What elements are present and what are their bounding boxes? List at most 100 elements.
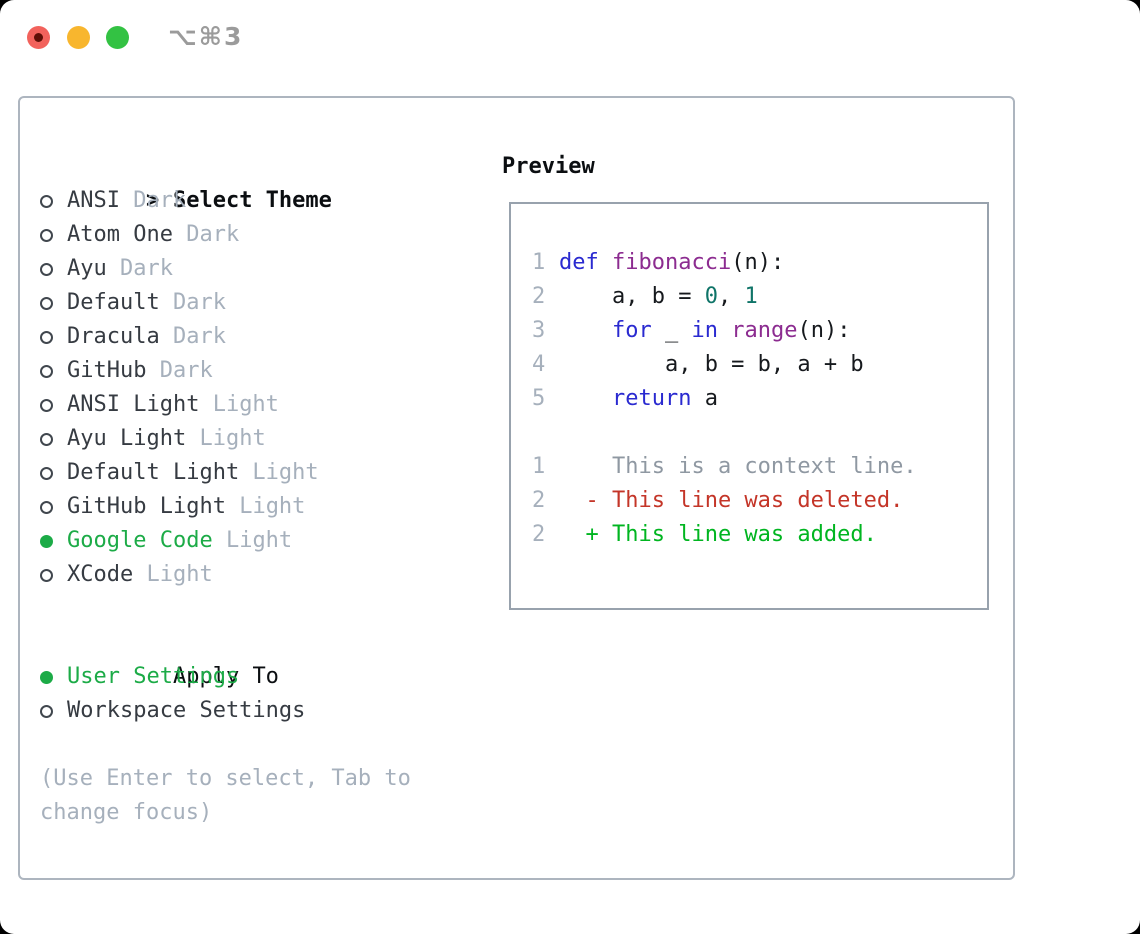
theme-variant-label: Light [239, 460, 319, 485]
radio-icon [40, 501, 53, 514]
radio-icon [40, 331, 53, 344]
theme-option-ayu[interactable]: Ayu Dark [40, 252, 411, 286]
theme-option-default-light[interactable]: Default Light Light [40, 456, 411, 490]
apply-to-title: Apply To [172, 664, 279, 689]
diff-line-added: 2 + This line was added. [532, 518, 979, 552]
radio-marker [40, 252, 67, 286]
radio-marker [40, 320, 67, 354]
theme-name-label: Google Code [67, 528, 213, 553]
theme-name-label: GitHub [67, 358, 147, 383]
theme-variant-label: Dark [106, 256, 173, 281]
apply-to-header: Apply To [40, 626, 411, 689]
code-token [599, 250, 612, 275]
spacer [532, 416, 979, 450]
theme-name-label: GitHub Light [67, 494, 226, 519]
radio-icon [40, 433, 53, 446]
spacer [40, 592, 411, 626]
diff-text: - This line was deleted. [559, 488, 904, 513]
minimize-button[interactable] [67, 26, 90, 49]
theme-option-github[interactable]: GitHub Dark [40, 354, 411, 388]
theme-variant-label: Light [212, 528, 293, 553]
close-button[interactable] [27, 26, 50, 49]
theme-name-label: Atom One [67, 222, 173, 247]
code-token: a [691, 386, 718, 411]
theme-option-xcode[interactable]: XCode Light [40, 558, 411, 592]
help-text: (Use Enter to select, Tab to change focu… [40, 762, 411, 830]
line-number: 1 [532, 250, 546, 275]
theme-option-default[interactable]: Default Dark [40, 286, 411, 320]
radio-icon [40, 229, 53, 242]
theme-option-google-code[interactable]: Google Code Light [40, 524, 411, 558]
radio-marker [40, 660, 67, 694]
diff-line-deleted: 2 - This line was deleted. [532, 484, 979, 518]
line-number: 2 [532, 284, 546, 309]
code-token: a, b = b, a + b [559, 352, 864, 377]
code-token: _ [651, 318, 692, 343]
theme-variant-label: Dark [119, 188, 187, 213]
radio-marker [40, 694, 67, 728]
theme-name-label: Ayu [67, 256, 107, 281]
radio-icon [40, 297, 53, 310]
select-theme-title: Select Theme [172, 188, 332, 213]
theme-option-dracula[interactable]: Dracula Dark [40, 320, 411, 354]
radio-marker [40, 558, 67, 592]
code-token: for [611, 318, 652, 343]
radio-marker [40, 184, 67, 218]
apply-option-workspace-settings[interactable]: Workspace Settings [40, 694, 411, 728]
theme-option-atom-one[interactable]: Atom One Dark [40, 218, 411, 252]
theme-name-label: Default Light [67, 460, 240, 485]
theme-name-label: Default [67, 290, 160, 315]
code-token: 0 [704, 284, 718, 309]
code-token: (n): [797, 318, 851, 343]
radio-selected-icon [40, 671, 53, 684]
code-token: range [731, 318, 798, 343]
code-token [718, 318, 731, 343]
theme-option-ansi-light[interactable]: ANSI Light Light [40, 388, 411, 422]
code-line-4: 4 a, b = b, a + b [532, 348, 979, 382]
close-dot-icon [34, 33, 43, 42]
apply-option-user-settings[interactable]: User Settings [40, 660, 411, 694]
radio-icon [40, 365, 53, 378]
radio-selected-icon [40, 535, 53, 548]
radio-marker [40, 354, 67, 388]
code-token: a, b = [559, 284, 705, 309]
code-token: 1 [744, 284, 758, 309]
radio-icon [40, 467, 53, 480]
line-number: 2 [532, 488, 546, 513]
radio-icon [40, 263, 53, 276]
line-number: 1 [532, 454, 546, 479]
theme-name-label: Ayu Light [67, 426, 187, 451]
radio-marker [40, 456, 67, 490]
theme-option-ayu-light[interactable]: Ayu Light Light [40, 422, 411, 456]
spacer [40, 728, 411, 762]
theme-variant-label: Dark [172, 222, 240, 247]
radio-icon [40, 569, 53, 582]
theme-variant-label: Light [186, 426, 266, 451]
prompt-caret-icon: > [145, 188, 160, 213]
zoom-button[interactable] [106, 26, 129, 49]
radio-marker [40, 524, 67, 558]
line-number: 2 [532, 522, 546, 547]
apply-option-label: Workspace Settings [67, 698, 306, 723]
radio-icon [40, 705, 53, 718]
code-line-5: 5 return a [532, 382, 979, 416]
code-token: , [717, 284, 745, 309]
theme-variant-label: Dark [146, 358, 213, 383]
radio-marker [40, 218, 67, 252]
radio-marker [40, 490, 67, 524]
line-number: 3 [532, 318, 546, 343]
radio-icon [40, 195, 53, 208]
code-token: in [691, 318, 718, 343]
theme-name-label: ANSI Light [67, 392, 200, 417]
diff-text: This is a context line. [559, 454, 917, 479]
theme-option-github-light[interactable]: GitHub Light Light [40, 490, 411, 524]
code-token [559, 318, 612, 343]
theme-option-ansi[interactable]: ANSI Dark [40, 184, 411, 218]
